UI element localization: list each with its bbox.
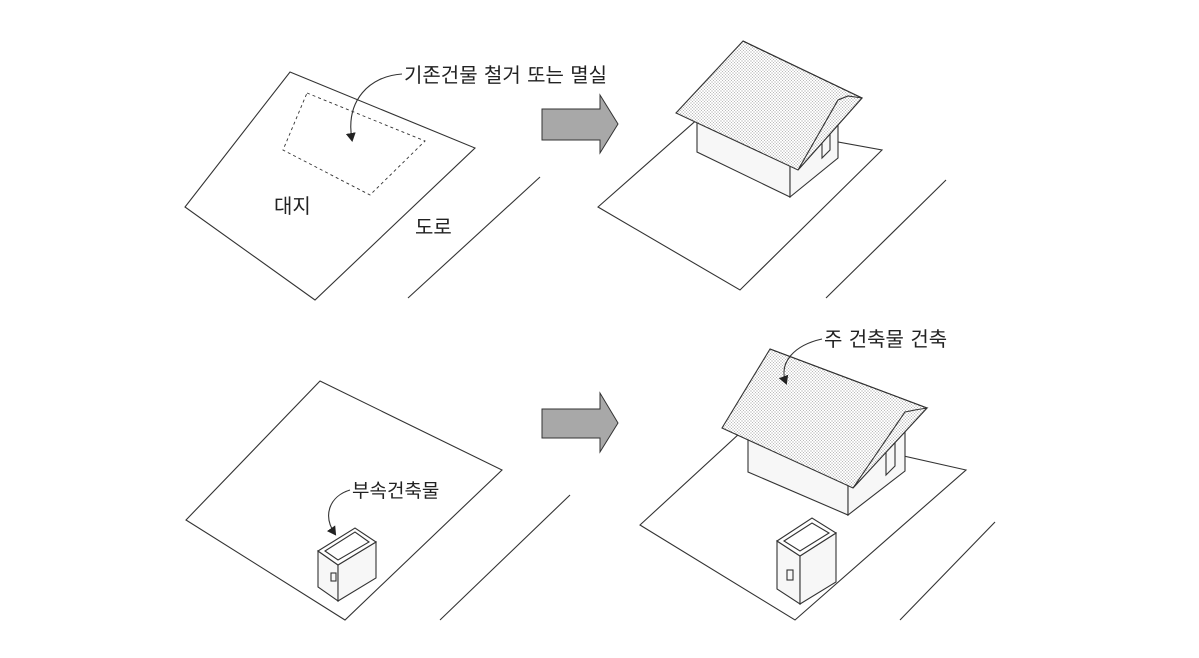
accessory-top-inner xyxy=(782,522,831,552)
callout-icon xyxy=(326,489,351,536)
roof-ridge xyxy=(769,348,928,409)
step-arrow-icon xyxy=(541,93,619,155)
label-road: 도로 xyxy=(415,215,452,239)
label-main-build: 주 건축물 건축 xyxy=(824,327,947,351)
panel-new-building xyxy=(597,40,947,299)
callout-icon xyxy=(778,338,823,385)
panel-main-and-accessory xyxy=(639,338,996,621)
road-edge-line xyxy=(439,494,571,621)
panel-accessory-site xyxy=(185,380,571,621)
road-edge-line xyxy=(825,179,947,299)
roof-ridge xyxy=(742,40,863,99)
step-arrow-icon xyxy=(541,391,619,454)
label-site: 대지 xyxy=(274,194,311,218)
panel-existing-site xyxy=(184,71,541,301)
callout-icon xyxy=(345,73,403,142)
roof-gable xyxy=(852,407,929,489)
accessory-window xyxy=(330,572,337,582)
site-parcel xyxy=(184,71,476,301)
accessory-top-inner xyxy=(324,531,371,561)
site-parcel xyxy=(185,380,503,621)
demolished-building-outline xyxy=(282,92,426,196)
accessory-top xyxy=(775,517,838,557)
roof-gable xyxy=(797,95,864,171)
label-accessory: 부속건축물 xyxy=(352,480,439,502)
road-edge-line xyxy=(899,521,996,621)
label-demolish: 기존건물 철거 또는 멸실 xyxy=(404,63,607,87)
road-edge-line xyxy=(407,176,541,299)
accessory-window xyxy=(786,569,794,581)
